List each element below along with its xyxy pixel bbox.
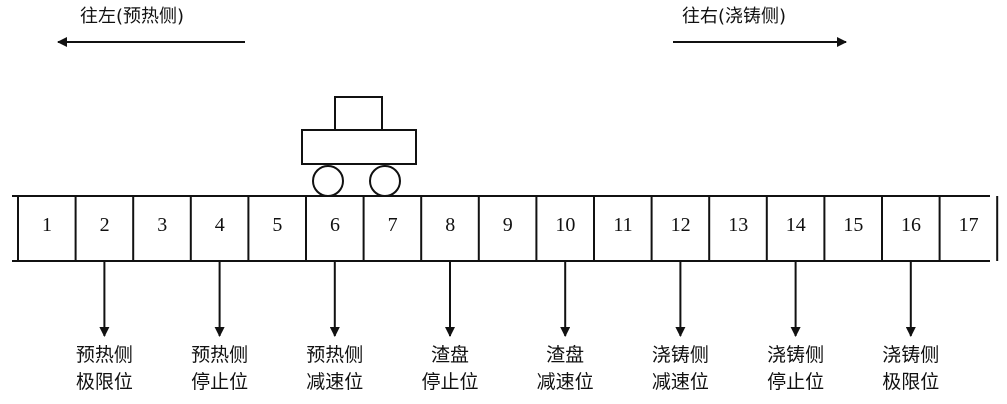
sensor-label-line1: 渣盘 bbox=[430, 344, 469, 366]
sensor-label-cell-16: 浇铸侧极限位 bbox=[861, 342, 961, 396]
track-cell-7: 7 bbox=[387, 214, 398, 236]
sensor-label-cell-12: 浇铸侧减速位 bbox=[630, 342, 730, 396]
sensor-label-line2: 极限位 bbox=[882, 371, 940, 393]
sensor-label-line1: 预热侧 bbox=[75, 344, 133, 366]
trolley bbox=[301, 96, 417, 197]
track-cell-8: 8 bbox=[445, 214, 456, 236]
sensor-label-cell-8: 渣盘停止位 bbox=[400, 342, 500, 396]
track-cell-10: 10 bbox=[555, 214, 576, 236]
track-cell-2: 2 bbox=[99, 214, 110, 236]
trolley-top-block bbox=[334, 96, 383, 131]
left-direction-label: 往左(预热侧) bbox=[80, 6, 185, 27]
track-cell-11: 11 bbox=[613, 214, 633, 236]
sensor-label-line2: 减速位 bbox=[651, 371, 709, 393]
sensor-arrows bbox=[99, 262, 916, 337]
track-cell-9: 9 bbox=[502, 214, 513, 236]
track-cell-13: 13 bbox=[728, 214, 749, 236]
trolley-wheel-left bbox=[312, 165, 344, 197]
track-cell-3: 3 bbox=[157, 214, 168, 236]
right-direction-label: 往右(浇铸侧) bbox=[682, 6, 787, 27]
sensor-label-line1: 预热侧 bbox=[306, 344, 364, 366]
track-cell-12: 12 bbox=[670, 214, 691, 236]
track-cell-14: 14 bbox=[785, 214, 806, 236]
trolley-wheel-right bbox=[369, 165, 401, 197]
sensor-label-line1: 浇铸侧 bbox=[882, 344, 940, 366]
sensor-label-cell-14: 浇铸侧停止位 bbox=[746, 342, 846, 396]
track-cell-15: 15 bbox=[843, 214, 864, 236]
sensor-label-cell-4: 预热侧停止位 bbox=[170, 342, 270, 396]
track-cell-1: 1 bbox=[42, 214, 52, 236]
sensor-label-cell-10: 渣盘减速位 bbox=[515, 342, 615, 396]
sensor-label-line1: 浇铸侧 bbox=[651, 344, 709, 366]
track-cell-dividers bbox=[17, 196, 999, 261]
sensor-label-cell-6: 预热侧减速位 bbox=[285, 342, 385, 396]
track-cell-17: 17 bbox=[958, 214, 979, 236]
sensor-label-line2: 停止位 bbox=[421, 371, 479, 393]
track-cell-6: 6 bbox=[330, 214, 340, 236]
sensor-label-line2: 极限位 bbox=[75, 371, 133, 393]
sensor-label-line1: 渣盘 bbox=[546, 344, 585, 366]
sensor-label-cell-2: 预热侧极限位 bbox=[54, 342, 154, 396]
sensor-label-line2: 减速位 bbox=[536, 371, 594, 393]
sensor-label-line1: 预热侧 bbox=[191, 344, 249, 366]
sensor-label-line2: 减速位 bbox=[306, 371, 364, 393]
track-cell-4: 4 bbox=[214, 214, 225, 236]
sensor-label-line2: 停止位 bbox=[191, 371, 249, 393]
sensor-label-line2: 停止位 bbox=[767, 371, 825, 393]
track-cell-5: 5 bbox=[272, 214, 283, 236]
sensor-label-line1: 浇铸侧 bbox=[767, 344, 825, 366]
trolley-body bbox=[301, 129, 417, 165]
track-cell-16: 16 bbox=[901, 214, 921, 236]
